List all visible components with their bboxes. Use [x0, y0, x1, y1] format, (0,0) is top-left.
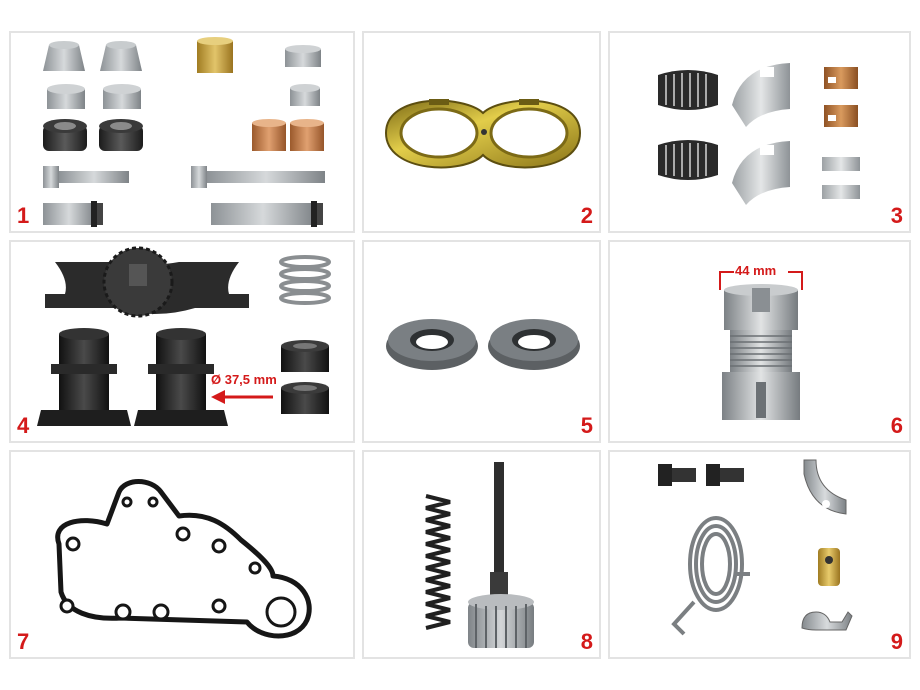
- panel-3-illustration: [658, 63, 860, 205]
- panel-number: 3: [890, 203, 903, 228]
- panel-number: 9: [890, 629, 903, 654]
- width-label: 44 mm: [735, 263, 777, 278]
- screw-icon: [658, 464, 744, 486]
- spring-icon: [279, 255, 331, 305]
- seal-cap-icon: [281, 340, 329, 414]
- panel-1-illustration: [43, 37, 325, 227]
- panel-number: 7: [17, 629, 30, 654]
- panel-1: 1: [9, 31, 355, 233]
- steel-sleeve-icon: [822, 157, 860, 199]
- panel-2-illustration: [384, 99, 582, 169]
- adjuster-tappet-icon: [37, 328, 228, 426]
- panel-7: 7: [9, 450, 355, 659]
- brass-bushing-icon: [197, 41, 233, 73]
- panel-2: 2: [362, 31, 601, 233]
- guide-bolt-icon: [43, 166, 325, 188]
- panel-number: 2: [580, 203, 593, 228]
- panel-8: 8: [362, 450, 601, 659]
- panel-number: 4: [17, 413, 30, 438]
- panel-8-illustration: [425, 462, 534, 648]
- threaded-piston-icon: [722, 284, 800, 420]
- red-arrow-icon: [211, 390, 273, 404]
- panel-7-illustration: [55, 479, 312, 639]
- torsion-spring-icon: [671, 516, 750, 636]
- panel-number: 1: [17, 203, 30, 228]
- diameter-label: Ø 37,5 mm: [211, 372, 277, 387]
- panel-3: 3: [608, 31, 911, 233]
- cover-plate-icon: [803, 459, 847, 515]
- panel-6: 44 mm 6: [608, 240, 911, 443]
- panel-5-illustration: [386, 319, 580, 370]
- seal-ring-icon: [43, 119, 143, 151]
- bearing-shell-icon: [732, 63, 790, 205]
- panel-9-illustration: [658, 459, 853, 636]
- needle-bearing-icon: [658, 70, 718, 180]
- panel-9: 9: [608, 450, 911, 659]
- bushing-cone-icon: [43, 41, 142, 71]
- clip-icon: [801, 611, 853, 631]
- spring-icon: [425, 494, 451, 630]
- panel-number: 6: [890, 413, 903, 438]
- seal-ring-icon: [386, 319, 580, 370]
- brake-bridge-plate-icon: [384, 99, 582, 169]
- panel-4-illustration: [37, 246, 331, 426]
- panel-number: 8: [580, 629, 593, 654]
- adjuster-shaft-icon: [468, 462, 534, 648]
- dimension-bracket-icon: [719, 271, 803, 290]
- guide-pin-icon: [43, 201, 323, 227]
- gasket-icon: [55, 479, 312, 639]
- copper-clip-icon: [824, 67, 858, 127]
- panel-5: 5: [362, 240, 601, 443]
- panel-number: 5: [580, 413, 593, 438]
- brass-pin-icon: [818, 548, 840, 586]
- adjuster-fork-icon: [39, 246, 249, 318]
- panel-6-illustration: [719, 271, 803, 420]
- panel-4: Ø 37,5 mm 4: [9, 240, 355, 443]
